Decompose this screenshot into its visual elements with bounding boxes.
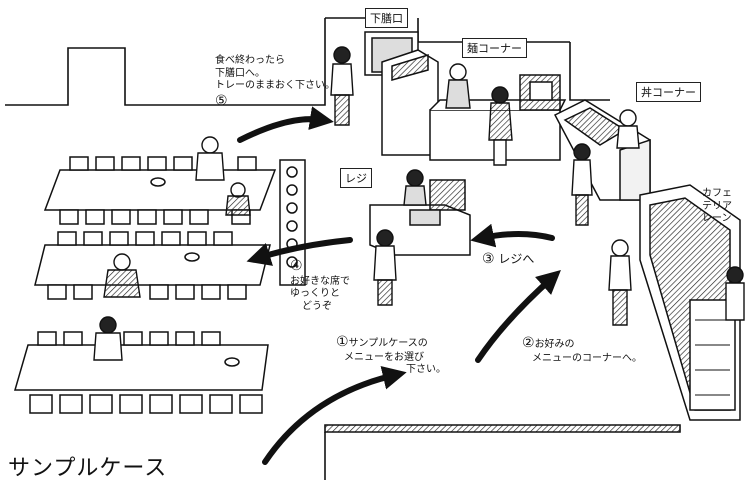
dining-table-3 xyxy=(14,331,269,414)
step-1-note: ①サンプルケースの メニューをお選び 下さい。 xyxy=(336,334,446,377)
step-5-line2: 下膳口へ。 xyxy=(215,67,265,79)
arrow-step-4 xyxy=(246,237,353,266)
step-2-note: ②お好みの メニューのコーナーへ。 xyxy=(522,335,642,365)
step-1-line3: 下さい。 xyxy=(406,364,446,375)
step-5-note: 食べ終わったら 下膳口へ。 トレーのままおく下さい。 ⑤ xyxy=(215,55,335,110)
step-1-line1: サンプルケースの xyxy=(348,338,428,349)
step-5-number: ⑤ xyxy=(215,92,228,109)
don-counter xyxy=(553,99,651,201)
cafeteria-lane-label: カフェ テリア レーン xyxy=(702,188,732,226)
step-4-line2: ゆっくりと xyxy=(290,288,340,299)
register-label: レジ xyxy=(340,168,372,188)
step-3-note: ③ レジへ xyxy=(482,250,534,267)
person-icon xyxy=(93,46,745,361)
step-2-number: ② xyxy=(522,335,535,351)
step-4-line3: どうぞ xyxy=(302,300,332,312)
step-2-line1: お好みの xyxy=(534,339,575,350)
sample-case-label: サンプルケース xyxy=(8,456,168,481)
step-5-line3: トレーのままおく下さい。 xyxy=(215,80,335,91)
cafeteria-lane-counter xyxy=(639,184,741,421)
don-corner-label: 丼コーナー xyxy=(636,82,701,102)
step-5-line1: 食べ終わったら xyxy=(215,55,285,66)
return-window-label: 下膳口 xyxy=(365,8,408,28)
noodle-corner-label: 麺コーナー xyxy=(462,38,527,58)
arrow-step-1 xyxy=(262,366,407,465)
register-counter xyxy=(369,179,471,256)
sample-case xyxy=(324,424,681,480)
return-counter xyxy=(364,31,439,156)
arrow-step-2 xyxy=(475,270,561,363)
step-2-line2: メニューのコーナーへ。 xyxy=(532,352,642,364)
arrow-step-5 xyxy=(237,106,334,143)
step-1-line2: メニューをお選び xyxy=(344,351,424,363)
arrow-icon xyxy=(237,106,561,465)
arrow-step-3 xyxy=(470,223,555,248)
step-4-note: ④ お好きな席で ゆっくりと どうぞ xyxy=(290,258,350,313)
cafe-label-line1: カフェ xyxy=(702,188,732,199)
cafe-label-line2: テリア xyxy=(702,200,732,212)
tray-rack xyxy=(279,159,306,286)
step-3-text: レジへ xyxy=(498,252,535,266)
cafe-label-line3: レーン xyxy=(702,213,732,224)
step-4-number: ④ xyxy=(290,258,303,274)
step-1-number: ① xyxy=(336,334,349,350)
step-4-line1: お好きな席で xyxy=(290,275,350,287)
dining-table-2 xyxy=(34,231,271,300)
step-3-number: ③ xyxy=(482,251,495,267)
